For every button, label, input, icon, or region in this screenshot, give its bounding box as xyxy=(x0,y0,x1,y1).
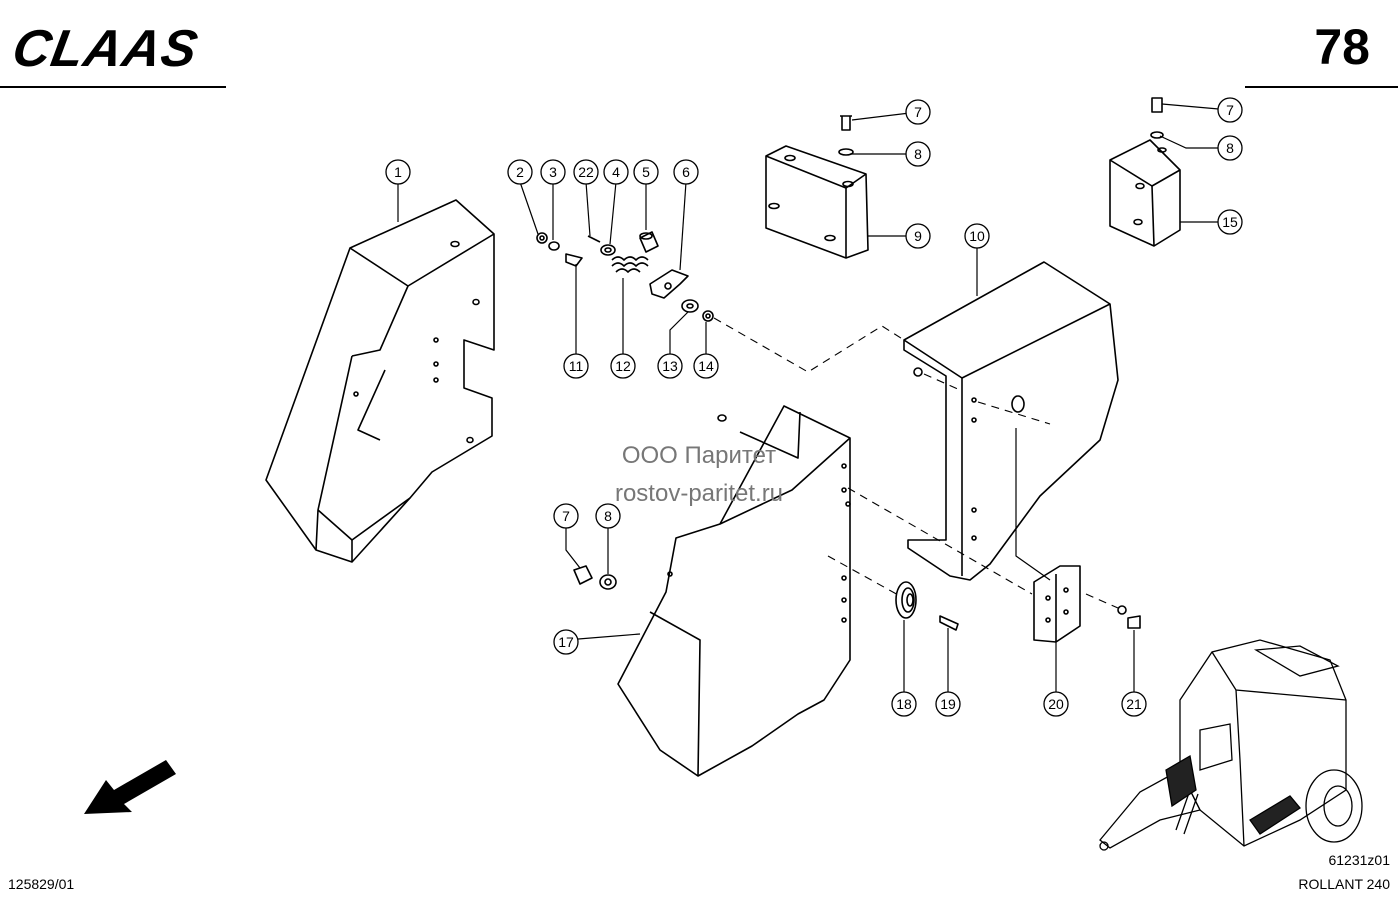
page-number: 78 xyxy=(1314,19,1370,75)
callout-8-lower: 8 xyxy=(595,503,621,529)
part-8-washer-lower xyxy=(599,574,617,590)
drawing-code: 61231z01 xyxy=(1328,852,1390,868)
svg-text:11: 11 xyxy=(569,358,584,374)
watermark-url: rostov-paritet.ru xyxy=(614,480,784,507)
callout-10: 10 xyxy=(964,223,990,249)
part-7-bolt-lower xyxy=(573,565,593,585)
part-6-latch xyxy=(649,269,689,299)
callout-2: 2 xyxy=(507,159,533,185)
svg-text:4: 4 xyxy=(612,164,620,180)
part-13-bushing xyxy=(681,299,699,313)
part-1-shield xyxy=(265,199,495,563)
callout-4: 4 xyxy=(603,159,629,185)
svg-text:2: 2 xyxy=(516,164,524,180)
part-19-pin xyxy=(939,615,959,631)
callout-20: 20 xyxy=(1043,691,1069,717)
svg-text:12: 12 xyxy=(615,358,631,374)
part-14-nut xyxy=(702,310,714,322)
callout-9: 9 xyxy=(905,223,931,249)
svg-text:6: 6 xyxy=(682,164,690,180)
part-2-nut xyxy=(536,232,548,244)
part-22-pin xyxy=(587,235,601,243)
part-20-hinge xyxy=(1033,565,1081,643)
callout-17: 17 xyxy=(553,629,579,655)
callout-6: 6 xyxy=(673,159,699,185)
svg-text:14: 14 xyxy=(698,358,714,374)
doc-code: 125829/01 xyxy=(8,876,75,892)
svg-text:22: 22 xyxy=(578,164,594,180)
part-10-shield xyxy=(903,261,1119,581)
callout-22: 22 xyxy=(573,159,599,185)
callout-14: 14 xyxy=(693,353,719,379)
callout-19: 19 xyxy=(935,691,961,717)
svg-text:7: 7 xyxy=(1226,102,1234,118)
svg-text:7: 7 xyxy=(914,104,922,120)
svg-text:8: 8 xyxy=(914,146,922,162)
part-21-bolt xyxy=(1117,605,1141,629)
svg-text:20: 20 xyxy=(1048,696,1064,712)
svg-text:13: 13 xyxy=(662,358,678,374)
part-18-grommet xyxy=(895,581,917,619)
callout-11: 11 xyxy=(563,353,589,379)
arrow-down-left-icon xyxy=(84,760,176,814)
callout-8-top: 8 xyxy=(905,141,931,167)
svg-text:8: 8 xyxy=(1226,140,1234,156)
part-11-pin xyxy=(565,253,583,267)
svg-text:19: 19 xyxy=(940,696,956,712)
svg-text:21: 21 xyxy=(1126,696,1142,712)
part-17-shield xyxy=(617,405,851,777)
svg-text:9: 9 xyxy=(914,228,922,244)
watermark-company: ООО Паритет xyxy=(621,442,777,469)
callout-7-right: 7 xyxy=(1217,97,1243,123)
callout-7-top: 7 xyxy=(905,99,931,125)
callout-1: 1 xyxy=(385,159,411,185)
svg-text:18: 18 xyxy=(896,696,912,712)
callout-15: 15 xyxy=(1217,209,1243,235)
callout-18: 18 xyxy=(891,691,917,717)
round-baler-illustration xyxy=(1099,639,1363,851)
part-12-spring xyxy=(611,256,649,273)
part-5-bushing xyxy=(639,231,659,253)
part-9-bracket xyxy=(765,115,869,259)
svg-text:10: 10 xyxy=(969,228,985,244)
callout-7-lower: 7 xyxy=(553,503,579,529)
callout-3: 3 xyxy=(540,159,566,185)
part-15-bracket xyxy=(1109,97,1181,247)
svg-text:8: 8 xyxy=(604,508,612,524)
brand-logo: CLAAS xyxy=(8,20,202,78)
part-4-washer xyxy=(600,244,616,256)
callout-12: 12 xyxy=(610,353,636,379)
part-3-washer xyxy=(548,241,560,251)
svg-text:15: 15 xyxy=(1222,214,1238,230)
callout-8-right: 8 xyxy=(1217,135,1243,161)
svg-text:3: 3 xyxy=(549,164,557,180)
model-name: ROLLANT 240 xyxy=(1298,876,1390,892)
svg-text:7: 7 xyxy=(562,508,570,524)
callout-5: 5 xyxy=(633,159,659,185)
svg-text:17: 17 xyxy=(558,634,574,650)
svg-text:5: 5 xyxy=(642,164,650,180)
callout-21: 21 xyxy=(1121,691,1147,717)
svg-text:1: 1 xyxy=(394,164,402,180)
callout-13: 13 xyxy=(657,353,683,379)
